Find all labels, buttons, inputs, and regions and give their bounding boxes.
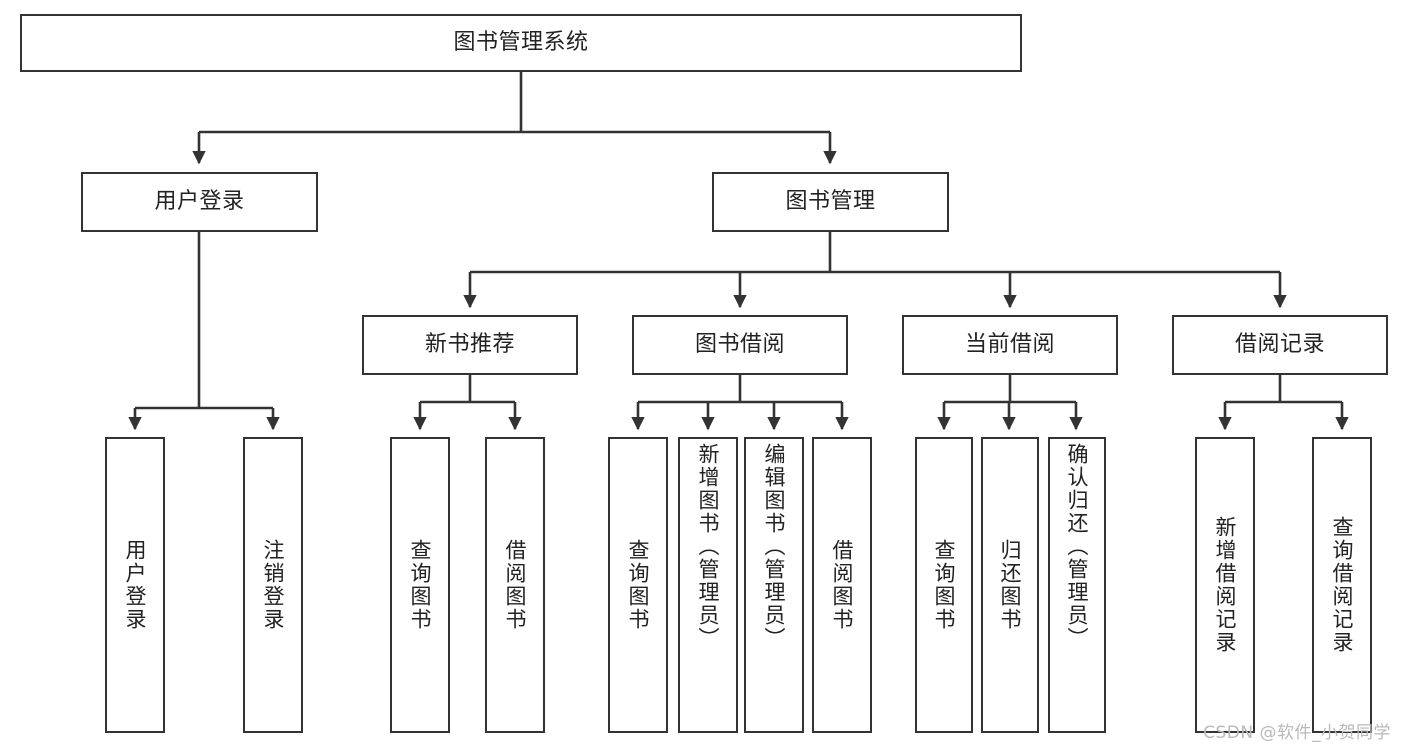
leaf-edit-book-admin[interactable]: 编辑图书（管理员） (744, 437, 804, 733)
leaf-query-book-borrow[interactable]: 查询图书 (608, 437, 668, 733)
leaf-borrow-book[interactable]: 借阅图书 (812, 437, 872, 733)
node-book-management[interactable]: 图书管理 (712, 172, 949, 232)
node-label: 新增借阅记录 (1213, 516, 1238, 654)
node-new-book-recommendation[interactable]: 新书推荐 (362, 315, 578, 375)
node-label: 图书借阅 (694, 331, 785, 357)
leaf-confirm-return-admin[interactable]: 确认归还（管理员） (1048, 437, 1106, 733)
node-label: 用户登录 (154, 188, 245, 214)
node-label: 借阅图书 (830, 539, 855, 631)
node-label: 查询图书 (932, 539, 957, 631)
watermark: CSDN @软件_小贺同学 (1203, 723, 1391, 743)
node-label: 用户登录 (123, 539, 148, 631)
node-label: 查询图书 (408, 539, 433, 631)
node-label: 新增图书（管理员） (696, 443, 721, 650)
node-current-borrow[interactable]: 当前借阅 (902, 315, 1118, 375)
leaf-borrow-book-new-rec[interactable]: 借阅图书 (485, 437, 545, 733)
leaf-query-borrow-record[interactable]: 查询借阅记录 (1312, 437, 1372, 733)
node-borrow-record[interactable]: 借阅记录 (1172, 315, 1388, 375)
node-label: 查询图书 (626, 539, 651, 631)
leaf-return-book[interactable]: 归还图书 (981, 437, 1039, 733)
node-label: 归还图书 (998, 539, 1023, 631)
node-label: 图书管理系统 (453, 29, 589, 55)
node-label: 编辑图书（管理员） (762, 443, 787, 650)
node-label: 图书管理 (785, 188, 876, 214)
leaf-add-book-admin[interactable]: 新增图书（管理员） (678, 437, 738, 733)
node-label: 当前借阅 (964, 331, 1055, 357)
node-label: 确认归还（管理员） (1065, 443, 1090, 650)
node-label: 查询借阅记录 (1330, 516, 1355, 654)
leaf-add-borrow-record[interactable]: 新增借阅记录 (1195, 437, 1255, 733)
leaf-user-login[interactable]: 用户登录 (105, 437, 165, 733)
leaf-logout[interactable]: 注销登录 (243, 437, 303, 733)
leaf-query-book-current[interactable]: 查询图书 (915, 437, 973, 733)
node-label: 借阅图书 (503, 539, 528, 631)
leaf-query-book-new-rec[interactable]: 查询图书 (390, 437, 450, 733)
node-label: 借阅记录 (1234, 331, 1325, 357)
node-book-borrow[interactable]: 图书借阅 (632, 315, 848, 375)
node-user-login[interactable]: 用户登录 (81, 172, 318, 232)
node-label: 新书推荐 (424, 331, 515, 357)
node-label: 注销登录 (261, 539, 286, 631)
node-root-book-management-system[interactable]: 图书管理系统 (20, 14, 1022, 72)
